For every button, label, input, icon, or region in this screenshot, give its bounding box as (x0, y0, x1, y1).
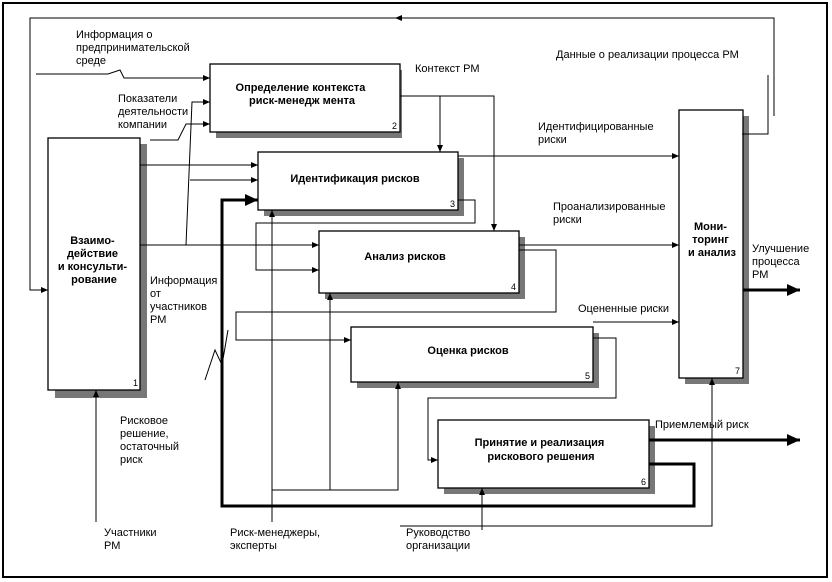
box-6-number: 6 (641, 477, 646, 487)
label-improvement: Улучшение процесса РМ (752, 243, 812, 281)
arrow-b4-to-b5 (235, 249, 557, 343)
arrow-to-box1-left (29, 17, 395, 293)
label-info-env: Информация о предпринимательской среде (76, 29, 193, 67)
arrow-b5-to-b6 (427, 337, 617, 463)
arrow-context-to-b4 (432, 95, 497, 231)
box-6: Принятие и реализация рискового решения … (437, 419, 650, 489)
box-2-title: Определение контекста риск-менедж мента (236, 82, 369, 107)
box-1: Взаимо- действие и консульти- рование 1 (47, 137, 141, 391)
box-2: Определение контекста риск-менедж мента … (209, 63, 401, 133)
thick-connectors (220, 194, 800, 508)
label-data-impl: Данные о реализации процесса РМ (556, 49, 739, 61)
box-2-number: 2 (392, 121, 397, 131)
box-3-number: 3 (450, 199, 455, 209)
arrow-indicators (150, 121, 210, 141)
arrow-monitor-up (742, 75, 769, 135)
box-6-title: Принятие и реализация рискового решения (475, 437, 608, 463)
label-participants: Участники РМ (104, 527, 160, 552)
label-info-participants: Информация от участников РМ (150, 275, 220, 326)
arrow-context-to-b3 (400, 95, 443, 152)
label-evaluated: Оцененные риски (578, 303, 669, 315)
label-indicators: Показатели деятельности компании (118, 93, 191, 131)
arrow-info-env (36, 69, 210, 81)
box-4-title: Анализ рисков (364, 251, 446, 263)
box-5-number: 5 (585, 371, 590, 381)
box-5: Оценка рисков 5 (350, 326, 594, 383)
label-analyzed: Проанализированные риски (553, 201, 669, 226)
connectors (29, 15, 775, 530)
labels: Информация о предпринимательской среде Д… (76, 29, 812, 552)
arrow-leadership-b7 (400, 378, 715, 527)
box-4-number: 4 (511, 282, 516, 292)
box-3: Идентификация рисков 3 (257, 151, 459, 211)
label-leadership: Руководство организации (406, 527, 473, 552)
zigzag-risk-decision (204, 329, 229, 381)
box-4: Анализ рисков 4 (318, 230, 520, 294)
label-risk-decision: Рисковое решение, остаточный риск (120, 415, 182, 466)
box-1-title: Взаимо- действие и консульти- рование (58, 235, 130, 286)
arrow-b6-loop (220, 194, 696, 508)
arrow-b3-to-b4 (255, 199, 476, 273)
arrow-managers-b5 (330, 382, 401, 491)
box-7: Мони- торинг и анализ 7 (678, 109, 744, 379)
box-7-number: 7 (735, 366, 740, 376)
box-3-title: Идентификация рисков (290, 173, 419, 185)
box-1-number: 1 (133, 378, 138, 388)
label-context: Контекст РМ (415, 63, 480, 75)
label-managers: Риск-менеджеры, эксперты (230, 527, 323, 552)
box-5-title: Оценка рисков (427, 345, 508, 357)
label-identified: Идентифицированные риски (538, 121, 657, 146)
label-acceptable: Приемлемый риск (655, 419, 749, 431)
arrow-feedback-top (395, 15, 775, 116)
box-7-title: Мони- торинг и анализ (688, 221, 736, 259)
arrow-managers-b4 (272, 293, 333, 491)
